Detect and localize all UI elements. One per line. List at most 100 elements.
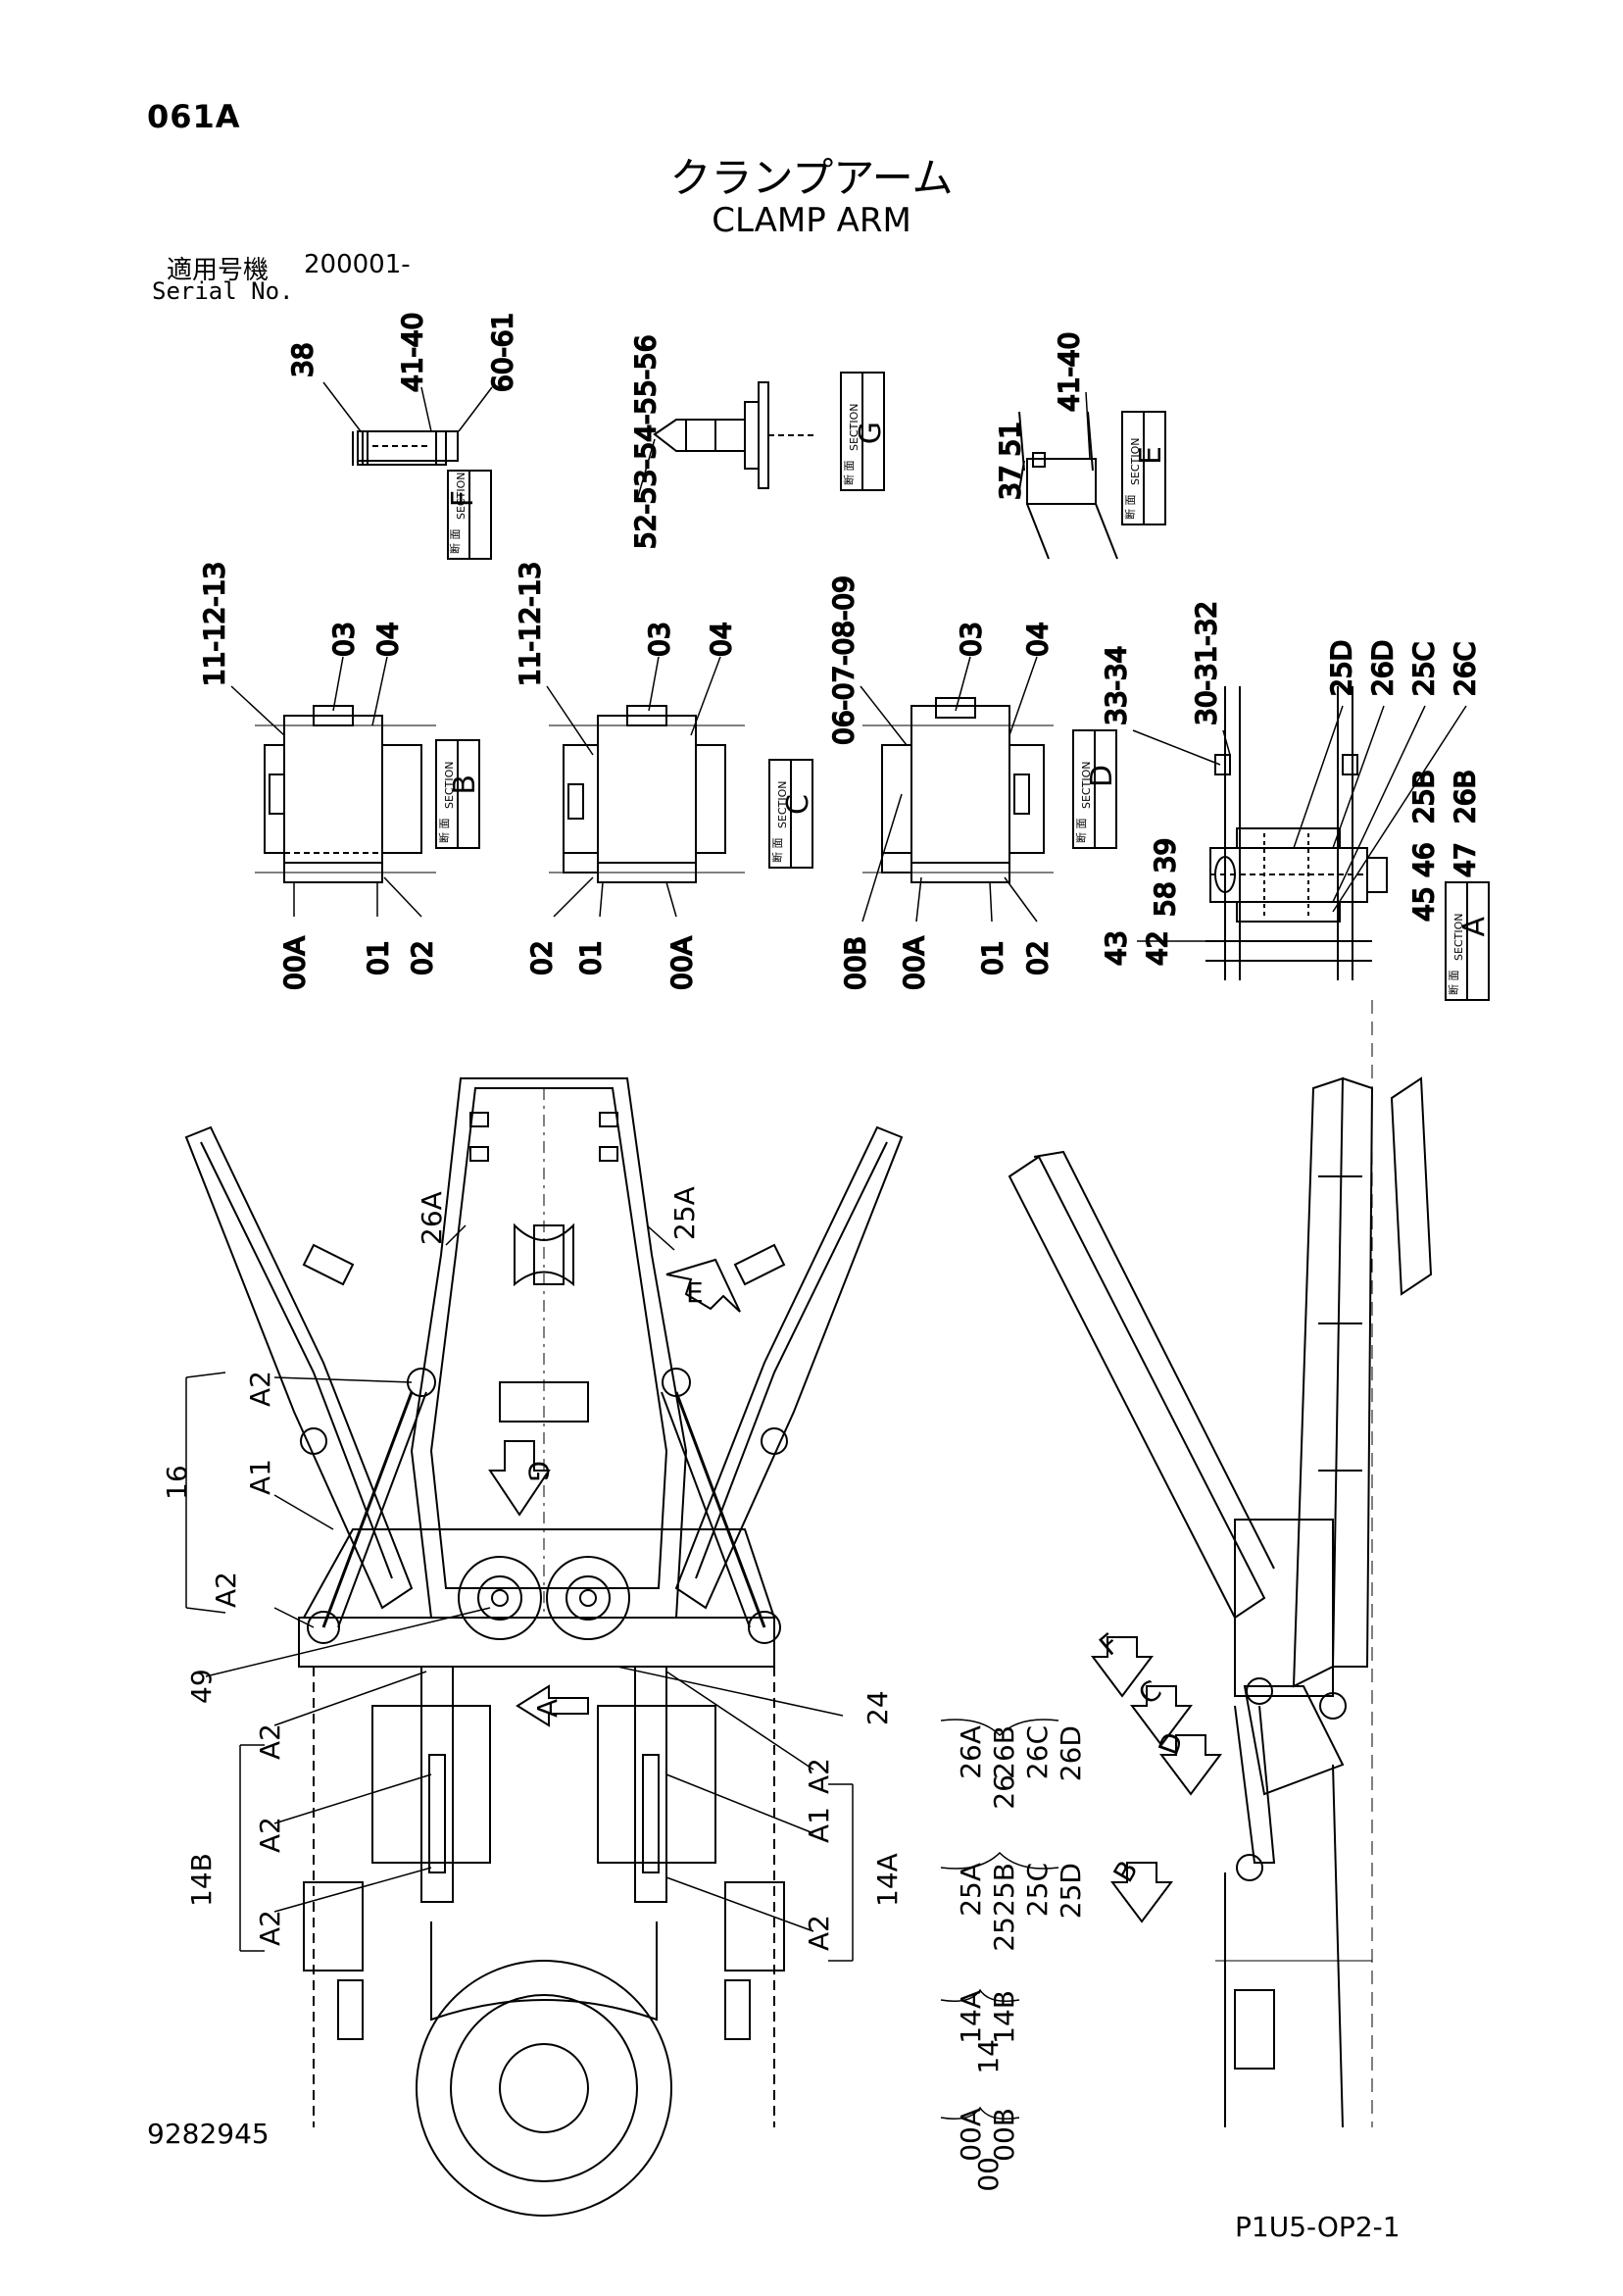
- section-e-label-37-51: 37 51: [994, 422, 1026, 500]
- main-plan-view: [184, 1077, 904, 2217]
- section-c-letter: C: [781, 794, 815, 815]
- title-japanese: クランプアーム: [669, 154, 954, 202]
- main-label-a2-top: A2: [244, 1371, 276, 1407]
- page-reference: P1U5-OP2-1: [1235, 2211, 1401, 2243]
- legend-14b: 14B: [988, 1990, 1020, 2044]
- main-label-25a: 25A: [668, 1186, 701, 1240]
- legend-26b: 26B: [988, 1725, 1020, 1779]
- side-view: [1008, 1000, 1433, 2128]
- view-arrow-c: [1130, 1685, 1193, 1747]
- legend-14-main: 14: [972, 2039, 1005, 2074]
- main-label-26a: 26A: [416, 1191, 448, 1245]
- section-b-label-00a: 00A: [278, 936, 311, 990]
- section-a-label-58-39: 58 39: [1149, 838, 1181, 917]
- main-label-16: 16: [161, 1465, 193, 1500]
- section-a-view: [1205, 686, 1490, 1001]
- main-label-a2-cyl-left-top: A2: [254, 1723, 286, 1760]
- serial-label-english: Serial No.: [152, 277, 294, 305]
- section-a-letter: A: [1457, 917, 1492, 937]
- section-g-en: SECTION: [848, 404, 861, 451]
- view-arrow-f: [1091, 1636, 1154, 1698]
- legend-26a: 26A: [955, 1725, 987, 1779]
- section-g-label-52-56: 52-53-54-55-56: [629, 334, 662, 549]
- section-b-label-01: 01: [362, 940, 394, 975]
- section-d-label-00b: 00B: [839, 936, 871, 990]
- legend: [940, 1719, 1059, 2120]
- section-d-en: SECTION: [1080, 762, 1093, 809]
- section-b-view: [255, 705, 480, 883]
- section-a-label-26d: 26D: [1366, 640, 1399, 696]
- serial-value: 200001-: [304, 250, 411, 279]
- legend-26c: 26C: [1021, 1725, 1054, 1779]
- view-arrow-e-letter: E: [686, 1276, 704, 1309]
- main-label-14a: 14A: [871, 1853, 904, 1907]
- main-label-a2-cyl-left-mid: A2: [254, 1817, 286, 1853]
- section-e-label-41-40: 41-40: [1053, 332, 1085, 412]
- section-c-label-04: 04: [705, 622, 737, 657]
- section-e-letter: E: [1134, 446, 1168, 465]
- main-label-49: 49: [185, 1669, 218, 1704]
- section-d-label-00a: 00A: [898, 936, 930, 990]
- legend-14a: 14A: [955, 1990, 987, 2044]
- section-e-view: [1018, 391, 1166, 560]
- section-a-label-33-34: 33-34: [1100, 646, 1132, 725]
- view-arrow-g-letter: G: [522, 1461, 555, 1482]
- section-d-label-01: 01: [976, 940, 1008, 975]
- serial-label-japanese: 適用号機: [167, 256, 270, 285]
- section-f-view: [322, 381, 493, 560]
- section-f-letter: F: [446, 490, 480, 507]
- legend-00-main: 00: [972, 2157, 1005, 2192]
- section-a-label-25c: 25C: [1407, 642, 1440, 696]
- section-c-label-02: 02: [525, 940, 558, 975]
- view-arrow-e: [665, 1258, 741, 1313]
- section-a-en: SECTION: [1452, 914, 1465, 961]
- legend-25a: 25A: [955, 1863, 987, 1917]
- section-f-label-38: 38: [286, 342, 319, 377]
- section-g-letter: G: [854, 422, 888, 444]
- view-arrow-a: [516, 1684, 589, 1727]
- section-b-ja: 断 面: [437, 819, 451, 844]
- section-d-letter: D: [1085, 765, 1119, 787]
- section-e-en: SECTION: [1129, 438, 1142, 485]
- main-label-a2-cyl-right-top: A2: [803, 1758, 835, 1794]
- legend-25-main: 25: [988, 1917, 1020, 1952]
- legend-25d: 25D: [1055, 1863, 1087, 1919]
- section-d-view: [862, 697, 1117, 883]
- section-d-ja: 断 面: [1074, 819, 1088, 844]
- section-f-label-41-40: 41-40: [396, 313, 428, 392]
- view-arrow-b: [1110, 1862, 1173, 1923]
- section-a-label-30-32: 30-31-32: [1190, 601, 1222, 725]
- legend-26d: 26D: [1055, 1725, 1087, 1781]
- section-f-ja: 断 面: [448, 529, 462, 555]
- drawing-code: 061A: [147, 98, 241, 135]
- section-c-label-01: 01: [574, 940, 607, 975]
- main-label-24: 24: [861, 1690, 894, 1725]
- legend-00b: 00B: [988, 2108, 1020, 2162]
- section-c-ja: 断 面: [770, 838, 784, 864]
- legend-25b: 25B: [988, 1863, 1020, 1917]
- legend-25c: 25C: [1021, 1863, 1054, 1917]
- section-a-label-26b: 26B: [1449, 770, 1481, 824]
- document-number: 9282945: [147, 2118, 270, 2150]
- view-arrow-a-letter: A: [531, 1699, 564, 1718]
- section-a-label-43: 43: [1100, 930, 1132, 966]
- section-d-label-06-09: 06-07-08-09: [827, 575, 860, 745]
- section-e-ja: 断 面: [1123, 495, 1137, 521]
- legend-00a: 00A: [955, 2108, 987, 2162]
- section-a-ja: 断 面: [1447, 971, 1460, 996]
- section-d-label-04: 04: [1021, 622, 1054, 657]
- section-g-view: [636, 372, 885, 501]
- section-a-label-45: 45: [1407, 886, 1440, 922]
- section-f-label-60-61: 60-61: [486, 313, 518, 392]
- section-c-view: [549, 705, 813, 883]
- section-a-label-46: 46: [1407, 842, 1440, 877]
- section-a-label-47: 47: [1449, 842, 1481, 877]
- section-d-label-03: 03: [955, 622, 987, 657]
- legend-26-main: 26: [988, 1774, 1020, 1810]
- section-c-label-03: 03: [643, 622, 675, 657]
- section-b-en: SECTION: [443, 762, 456, 809]
- section-a-label-26c: 26C: [1449, 642, 1481, 696]
- section-b-label-11-13: 11-12-13: [198, 562, 230, 686]
- main-label-14b: 14B: [185, 1853, 218, 1907]
